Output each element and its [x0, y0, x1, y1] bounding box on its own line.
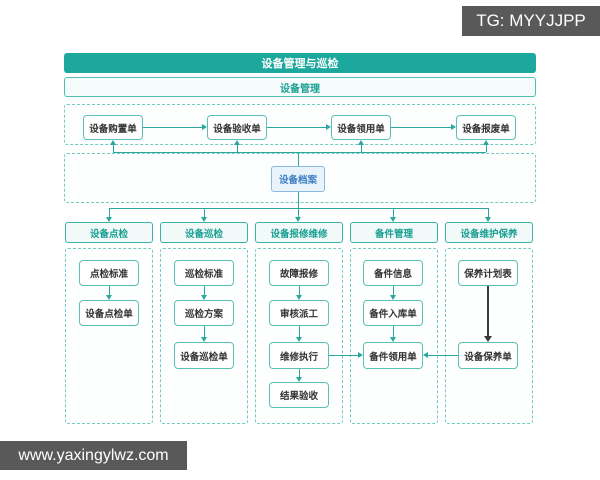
arrow-down-icon — [106, 217, 112, 222]
diagram-title: 设备管理与巡检 — [64, 53, 536, 73]
connector-line — [113, 145, 114, 152]
arrow-down-icon — [390, 217, 396, 222]
watermark-website: www.yaxingylwz.com — [0, 441, 187, 470]
flow-node-purchase[interactable]: 设备购置单 — [83, 115, 143, 140]
connector-line — [204, 326, 205, 337]
arrow-right-icon — [202, 124, 207, 130]
arrow-down-icon — [296, 295, 302, 300]
connector-line — [143, 127, 202, 128]
flow-node-requisition[interactable]: 设备领用单 — [331, 115, 391, 140]
arrow-down-icon — [390, 295, 396, 300]
arrow-left-icon — [423, 352, 428, 358]
node-fault-report[interactable]: 故障报修 — [269, 260, 329, 286]
connector-line — [486, 145, 487, 152]
arrow-down-icon — [296, 337, 302, 342]
connector-line — [204, 208, 205, 217]
node-spare-part-info[interactable]: 备件信息 — [363, 260, 423, 286]
connector-line — [299, 326, 300, 337]
connector-line — [428, 355, 458, 356]
node-maintenance-plan[interactable]: 保养计划表 — [458, 260, 518, 286]
connector-line-black — [487, 286, 489, 336]
connector-line — [109, 286, 110, 295]
connector-line — [113, 152, 486, 153]
node-inspection-sheet[interactable]: 设备巡检单 — [174, 342, 234, 369]
node-spare-part-requisition[interactable]: 备件领用单 — [363, 342, 423, 369]
node-spot-check-standard[interactable]: 点检标准 — [79, 260, 139, 286]
column-header-maintenance[interactable]: 设备维护保养 — [445, 222, 533, 243]
diagram-subtitle: 设备管理 — [64, 77, 536, 97]
arrow-down-icon — [390, 337, 396, 342]
connector-line — [393, 286, 394, 295]
arrow-right-icon — [358, 352, 363, 358]
node-spare-part-inbound[interactable]: 备件入库单 — [363, 300, 423, 326]
column-header-inspection[interactable]: 设备巡检 — [160, 222, 248, 243]
arrow-right-icon — [326, 124, 331, 130]
connector-line — [393, 208, 394, 217]
arrow-up-icon — [483, 140, 489, 145]
arrow-right-icon — [451, 124, 456, 130]
connector-line — [204, 286, 205, 295]
connector-line — [329, 355, 358, 356]
connector-line — [393, 326, 394, 337]
flow-node-scrap[interactable]: 设备报废单 — [456, 115, 516, 140]
arrow-up-icon — [358, 140, 364, 145]
arrow-down-icon — [296, 377, 302, 382]
arrow-up-icon — [110, 140, 116, 145]
node-maintenance-sheet[interactable]: 设备保养单 — [458, 342, 518, 369]
connector-line — [361, 145, 362, 152]
node-repair-execution[interactable]: 维修执行 — [269, 342, 329, 369]
connector-line — [237, 145, 238, 152]
connector-line — [298, 152, 299, 166]
node-review-dispatch[interactable]: 审核派工 — [269, 300, 329, 326]
column-header-spot-check[interactable]: 设备点检 — [65, 222, 153, 243]
arrow-down-icon — [201, 295, 207, 300]
node-spot-check-sheet[interactable]: 设备点检单 — [79, 300, 139, 326]
connector-line — [488, 208, 489, 217]
column-header-repair[interactable]: 设备报修维修 — [255, 222, 343, 243]
connector-line — [391, 127, 451, 128]
column-header-spare-parts[interactable]: 备件管理 — [350, 222, 438, 243]
flow-node-acceptance[interactable]: 设备验收单 — [207, 115, 267, 140]
connector-line — [299, 286, 300, 295]
arrow-down-icon — [106, 295, 112, 300]
arrow-up-icon — [234, 140, 240, 145]
arrow-down-icon — [201, 217, 207, 222]
arrow-down-icon — [485, 217, 491, 222]
connector-line — [267, 127, 326, 128]
archive-node[interactable]: 设备档案 — [271, 166, 325, 192]
watermark-telegram: TG: MYYJJPP — [462, 6, 600, 36]
node-inspection-standard[interactable]: 巡检标准 — [174, 260, 234, 286]
connector-line — [298, 192, 299, 208]
connector-line — [299, 369, 300, 377]
arrow-down-icon — [484, 336, 492, 342]
arrow-down-icon — [201, 337, 207, 342]
node-inspection-plan[interactable]: 巡检方案 — [174, 300, 234, 326]
connector-line — [298, 208, 299, 217]
node-result-acceptance[interactable]: 结果验收 — [269, 382, 329, 408]
arrow-down-icon — [295, 217, 301, 222]
connector-line — [109, 208, 110, 217]
